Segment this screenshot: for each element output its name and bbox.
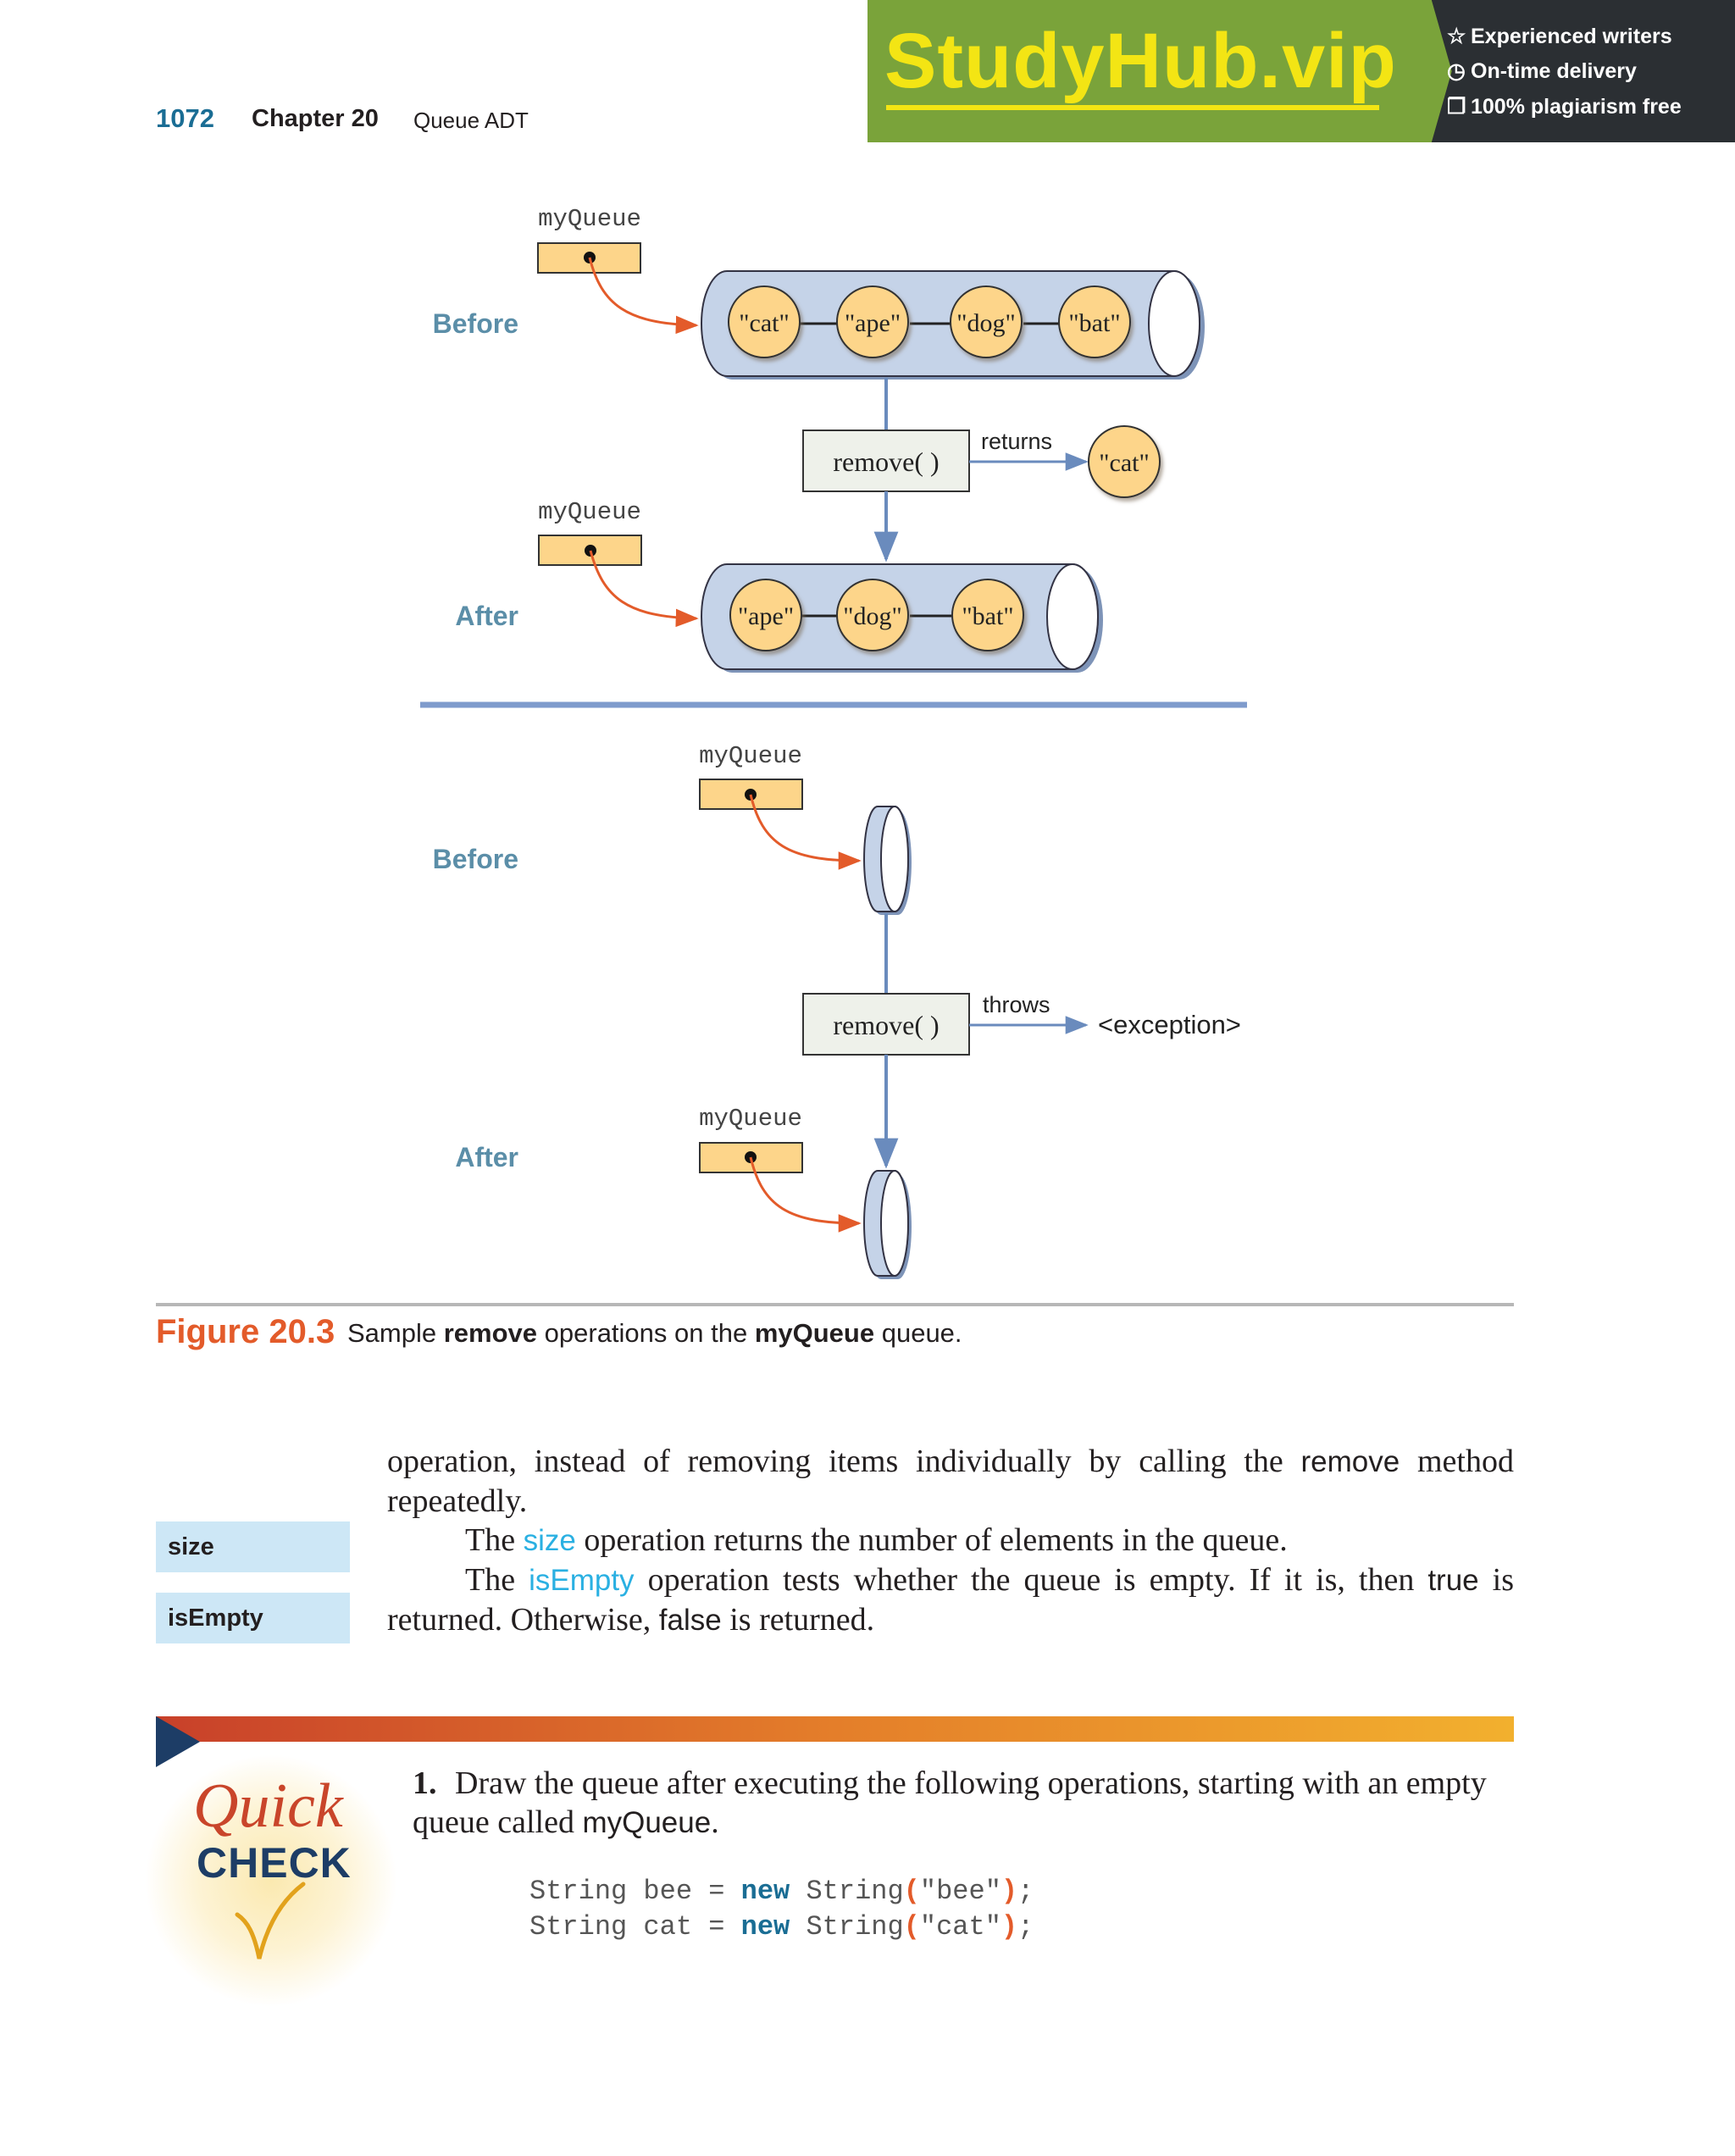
checkmark-icon [235, 1882, 306, 1959]
margin-term-size: size [156, 1521, 350, 1572]
paragraph: The isEmpty operation tests whether the … [387, 1562, 1514, 1638]
svg-text:"dog": "dog" [843, 602, 902, 630]
chapter-title: Queue ADT [413, 108, 529, 133]
svg-text:"ape": "ape" [845, 309, 901, 337]
banner-feature: ◷On-time delivery [1447, 59, 1637, 83]
queue-node: "bat" [951, 579, 1024, 651]
copy-icon: ❐ [1447, 95, 1466, 119]
brand-underline [886, 105, 1379, 110]
empty-queue-tube [863, 1170, 912, 1279]
remove-operation-label: remove( ) [833, 1010, 939, 1040]
page-number: 1072 [156, 103, 214, 133]
queue-node: "bat" [1058, 285, 1131, 358]
after-label: After [455, 1142, 518, 1172]
reference-box [699, 779, 803, 810]
figure-rule [156, 1303, 1514, 1306]
quick-check-logo-quick: Quick [193, 1771, 343, 1841]
body-text: operation, instead of removing items ind… [387, 1442, 1514, 1640]
banner-feature: ❐100% plagiarism free [1447, 95, 1682, 119]
figure-caption: Sample remove operations on the myQueue … [347, 1318, 962, 1348]
svg-text:"ape": "ape" [738, 602, 794, 630]
margin-term-isempty: isEmpty [156, 1593, 350, 1643]
svg-text:"bat": "bat" [1068, 309, 1120, 337]
paragraph: The size operation returns the number of… [465, 1522, 1288, 1558]
svg-text:"cat": "cat" [1099, 449, 1149, 477]
empty-queue-tube [863, 806, 912, 915]
chapter-label: Chapter 20 [252, 105, 379, 132]
var-label-myqueue: myQueue [699, 1105, 802, 1133]
throws-label: throws [983, 992, 1050, 1017]
after-label: After [455, 601, 518, 631]
queue-node: "ape" [729, 579, 802, 651]
var-label-myqueue: myQueue [538, 498, 641, 526]
queue-node: "dog" [836, 579, 909, 651]
quick-check-question: 1.Draw the queue after executing the fol… [413, 1765, 1487, 1840]
queue-remove-diagram: myQueue Before "cat" "ape" "dog" "bat" r… [420, 205, 1247, 1279]
figure-number: Figure 20.3 [156, 1313, 335, 1350]
reference-arrow [588, 257, 699, 335]
var-label-myqueue: myQueue [538, 205, 641, 233]
queue-node: "ape" [836, 285, 909, 358]
queue-node: "dog" [950, 285, 1023, 358]
before-label: Before [433, 844, 518, 874]
code-line: String bee = new String("bee"); [529, 1876, 1034, 1907]
returned-node: "cat" [1088, 425, 1161, 498]
clock-icon: ◷ [1447, 59, 1466, 83]
exception-label: <exception> [1098, 1010, 1241, 1039]
svg-text:"bat": "bat" [962, 602, 1013, 630]
remove-operation-label: remove( ) [833, 446, 939, 477]
reference-arrow [589, 550, 699, 628]
code-line: String cat = new String("cat"); [529, 1911, 1034, 1943]
ad-banner-features-panel [1431, 0, 1735, 142]
returns-label: returns [981, 429, 1052, 454]
quick-check-bar [156, 1716, 1514, 1742]
reference-arrow [749, 1156, 862, 1233]
before-label: Before [433, 308, 518, 339]
quick-check-marker [156, 1716, 200, 1767]
quick-check-glow [144, 1754, 398, 2008]
remove-operation-box [802, 993, 970, 1056]
var-label-myqueue: myQueue [699, 742, 802, 770]
brand-logo[interactable]: StudyHub.vip [884, 18, 1397, 104]
remove-operation-box [802, 430, 970, 492]
paragraph: operation, instead of removing items ind… [387, 1444, 1514, 1519]
star-icon: ☆ [1447, 25, 1466, 48]
reference-arrow [749, 794, 862, 870]
svg-text:"cat": "cat" [739, 309, 789, 337]
banner-feature: ☆Experienced writers [1447, 25, 1672, 48]
quick-check-logo-check: CHECK [197, 1839, 352, 1887]
queue-node: "cat" [728, 285, 801, 358]
svg-text:"dog": "dog" [956, 309, 1016, 337]
